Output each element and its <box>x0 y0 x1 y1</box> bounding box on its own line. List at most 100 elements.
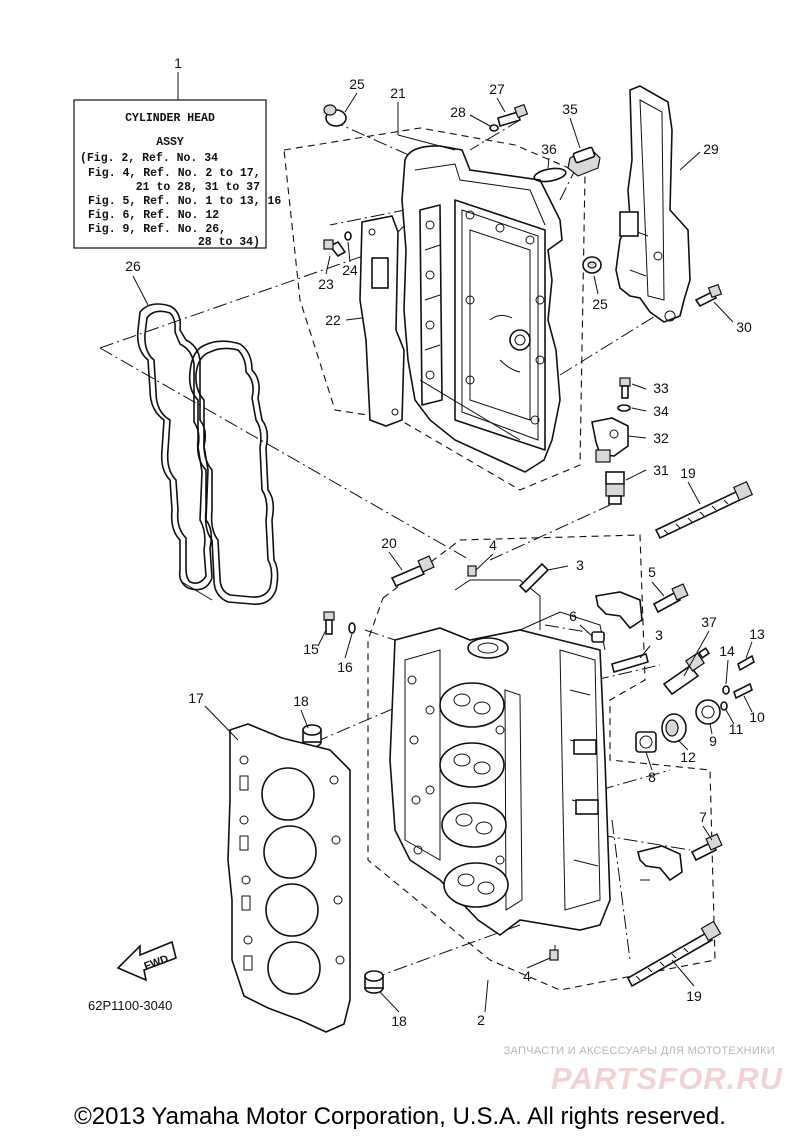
callout: 18 <box>293 693 309 709</box>
bolt-27 <box>497 103 529 128</box>
spark-plug-37 <box>662 647 711 696</box>
callout: 35 <box>562 101 578 117</box>
cover-gasket <box>136 303 279 606</box>
callout: 9 <box>709 733 717 749</box>
watermark-logo: PARTSFOR.RU <box>551 1061 784 1096</box>
callout: 16 <box>337 659 353 675</box>
bolt-23 <box>323 239 347 258</box>
info-box-line: Fig. 6, Ref. No. 12 <box>88 209 219 222</box>
long-bolt-19-upper <box>654 480 754 540</box>
callout: 28 <box>450 104 466 120</box>
side-plate <box>359 215 405 427</box>
info-box-line: Fig. 4, Ref. No. 2 to 17, <box>88 167 261 180</box>
seal-12 <box>661 713 687 743</box>
info-box-line: 28 to 34) <box>198 236 260 249</box>
callout: 12 <box>680 749 696 765</box>
plug-4-lower <box>549 949 559 961</box>
callout: 19 <box>680 465 696 481</box>
info-box-line: Fig. 9, Ref. No. 26, <box>88 223 226 236</box>
callout: 34 <box>653 403 669 419</box>
callout: 26 <box>125 258 141 274</box>
callout: 19 <box>686 988 702 1004</box>
callout: 21 <box>390 85 406 101</box>
cover-group-outline <box>283 127 586 491</box>
washer-14 <box>722 685 730 695</box>
plug-4-upper <box>467 565 477 577</box>
pin-3-upper <box>518 562 550 594</box>
clamp-lower <box>637 845 683 882</box>
callout: 4 <box>523 968 531 984</box>
fwd-arrow-icon: FWD <box>116 940 177 982</box>
callout: 10 <box>749 709 765 725</box>
bolt-10 <box>733 682 753 700</box>
pin-6 <box>591 631 605 643</box>
o-ring-36 <box>533 167 567 183</box>
callout: 8 <box>648 769 656 785</box>
washer-24 <box>344 231 352 241</box>
bolt-33 <box>619 377 631 399</box>
info-box-subtitle: ASSY <box>156 136 184 149</box>
bracket-9 <box>695 699 721 725</box>
callout-labels: 1 2 3 3 4 4 5 6 7 8 9 10 11 12 13 14 15 … <box>125 55 765 1029</box>
breather-35 <box>567 146 601 177</box>
callout: 22 <box>325 312 341 328</box>
watermark-tagline: ЗАПЧАСТИ И АКСЕССУАРЫ ДЛЯ МОТОТЕХНИКИ <box>504 1045 775 1057</box>
callout: 32 <box>653 430 669 446</box>
washer-16 <box>348 622 356 634</box>
bolt-13 <box>737 654 755 672</box>
bolt-20 <box>390 555 435 588</box>
callout-leaders <box>132 92 753 1013</box>
callout: 7 <box>699 809 707 825</box>
clamp-upper <box>595 591 643 630</box>
cylinder-head-assy-info-box: CYLINDER HEAD ASSY (Fig. 2, Ref. No. 34 … <box>73 72 281 249</box>
callout: 27 <box>489 81 505 97</box>
head-gasket <box>227 723 351 1033</box>
callout: 4 <box>489 537 497 553</box>
washer-28 <box>489 124 499 132</box>
thermostat-8 <box>635 731 657 753</box>
callout: 18 <box>391 1013 407 1029</box>
callout: 30 <box>736 319 752 335</box>
callout: 11 <box>729 721 744 737</box>
info-box-line: Fig. 5, Ref. No. 1 to 13, 16 <box>88 195 281 208</box>
callout: 33 <box>653 380 669 396</box>
callout: 25 <box>592 296 608 312</box>
info-box-line: (Fig. 2, Ref. No. 34 <box>80 152 218 165</box>
callout: 17 <box>188 690 204 706</box>
info-box-title: CYLINDER HEAD <box>125 112 215 125</box>
grommet-25-top <box>323 104 347 127</box>
pin-3-right <box>611 652 649 674</box>
cylinder-head <box>389 579 611 936</box>
long-bolt-19-lower <box>626 920 722 988</box>
callout: 31 <box>653 462 669 478</box>
callout: 15 <box>303 641 319 657</box>
sensor-32 <box>591 417 629 463</box>
bolt-7 <box>690 833 723 862</box>
callout: 14 <box>719 643 735 659</box>
bolt-15 <box>323 611 335 635</box>
diagram-code: 62P1100-3040 <box>88 998 172 1013</box>
callout: 24 <box>342 262 358 278</box>
washer-11 <box>720 701 728 711</box>
dowel-18-lower <box>364 970 384 994</box>
bolt-30 <box>694 283 723 308</box>
callout: 13 <box>749 626 765 642</box>
callout: 37 <box>701 614 717 630</box>
cylinder-head-cover <box>401 145 563 473</box>
callout: 5 <box>648 564 656 580</box>
head-group-outline <box>367 534 716 991</box>
copyright-notice: ©2013 Yamaha Motor Corporation, U.S.A. A… <box>74 1103 726 1130</box>
callout: 36 <box>541 141 557 157</box>
callout: 23 <box>318 276 334 292</box>
info-box-line: 21 to 28, 31 to 37 <box>136 181 260 194</box>
callout: 6 <box>569 608 577 624</box>
callout: 25 <box>349 76 365 92</box>
bolt-5 <box>652 583 689 614</box>
callout: 1 <box>174 55 182 71</box>
callout: 3 <box>655 627 663 643</box>
callout: 29 <box>703 141 719 157</box>
callout: 20 <box>381 535 397 551</box>
bracket-29 <box>615 85 691 323</box>
callout: 3 <box>576 557 584 573</box>
